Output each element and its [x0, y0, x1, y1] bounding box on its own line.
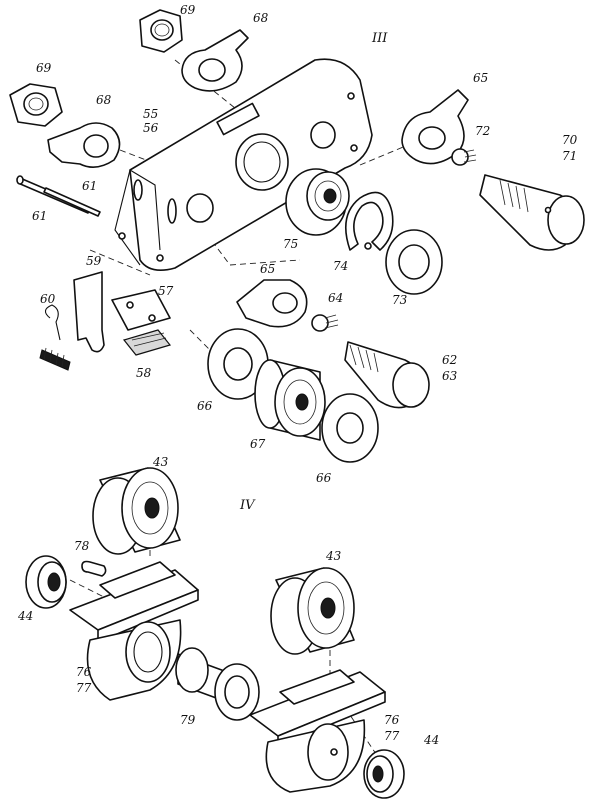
part-label-72: 72 [475, 124, 490, 138]
lock-washer-icon [47, 122, 121, 168]
part-label-55: 55 [143, 107, 158, 121]
cap-icon [363, 749, 405, 799]
axle-pin-icon [479, 174, 585, 251]
part-label-71: 71 [562, 149, 577, 163]
part-label-43: 43 [152, 455, 169, 469]
part-label-76: 76 [76, 665, 92, 679]
bearing-housing-icon [69, 561, 199, 701]
part-label-68: 68 [253, 11, 269, 25]
block-icon [122, 329, 172, 356]
hex-nut-icon [9, 83, 63, 127]
part-label-60: 60 [40, 292, 56, 306]
washer-icon [385, 229, 443, 295]
spring-icon [39, 304, 71, 371]
part-label-69: 69 [180, 3, 196, 17]
part-label-43: 43 [325, 549, 342, 563]
part-label-77: 77 [76, 681, 92, 695]
section-label-iii: III [371, 31, 388, 46]
hex-nut-icon [139, 9, 183, 53]
axle-pin-icon [344, 341, 430, 409]
part-label-64: 64 [328, 291, 343, 305]
bearing-housing-icon [249, 669, 386, 793]
part-label-61: 61 [82, 179, 97, 193]
part-label-73: 73 [392, 293, 408, 307]
part-label-77: 77 [384, 729, 400, 743]
part-label-56: 56 [143, 121, 159, 135]
part-label-75: 75 [283, 237, 298, 251]
part-label-44: 44 [17, 609, 33, 623]
bearing-icon [270, 567, 355, 655]
part-label-62: 62 [442, 353, 457, 367]
cap-icon [25, 555, 67, 609]
part-label-44: 44 [423, 733, 439, 747]
part-label-66: 66 [316, 471, 332, 485]
lock-washer-icon [236, 279, 308, 328]
bearing-icon [92, 467, 181, 555]
bracket-plate-icon [114, 58, 373, 271]
part-label-74: 74 [333, 259, 348, 273]
part-label-68: 68 [96, 93, 112, 107]
part-label-58: 58 [136, 366, 152, 380]
bearing-icon [254, 359, 326, 441]
part-label-79: 79 [180, 713, 196, 727]
spacer-sleeve-icon [175, 647, 260, 721]
bearing-icon [285, 168, 350, 236]
part-label-65: 65 [473, 71, 488, 85]
bolt-icon [451, 148, 477, 166]
key-icon [81, 560, 107, 577]
part-label-76: 76 [384, 713, 400, 727]
pin-icon [16, 175, 101, 217]
snap-ring-icon [344, 191, 394, 251]
part-label-66: 66 [197, 399, 213, 413]
part-label-59: 59 [86, 254, 102, 268]
part-label-67: 67 [250, 437, 266, 451]
lock-washer-icon [401, 89, 469, 165]
part-label-78: 78 [74, 539, 90, 553]
clip-icon [111, 289, 171, 331]
washer-icon [207, 328, 269, 400]
latch-plate-icon [73, 271, 105, 353]
section-label-iv: IV [239, 498, 256, 513]
part-label-65: 65 [260, 262, 275, 276]
washer-icon [321, 393, 379, 463]
bolt-icon [311, 314, 339, 332]
part-label-69: 69 [36, 61, 52, 75]
part-label-63: 63 [442, 369, 458, 383]
part-label-70: 70 [562, 133, 578, 147]
part-label-61: 61 [32, 209, 47, 223]
part-label-57: 57 [158, 284, 174, 298]
lock-washer-icon [181, 29, 249, 92]
